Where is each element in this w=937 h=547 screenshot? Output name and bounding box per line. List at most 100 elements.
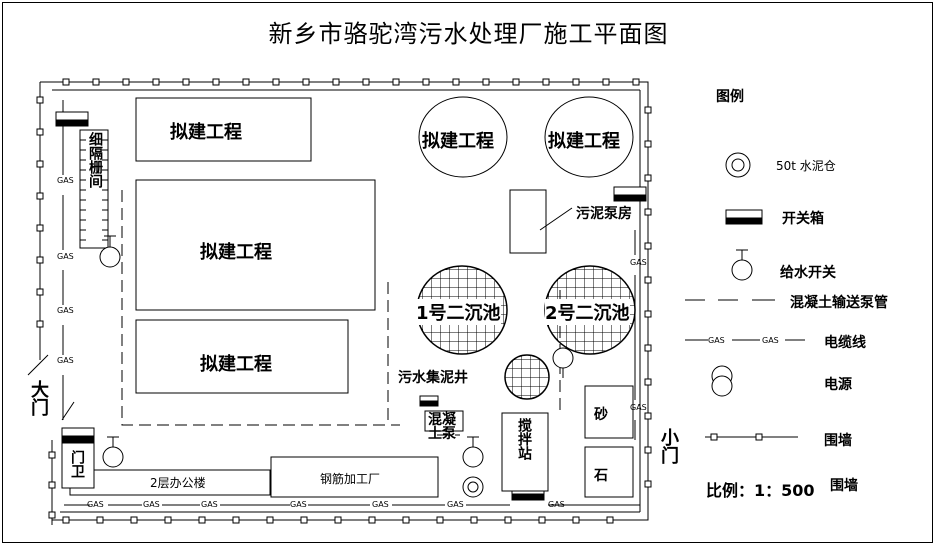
fence-post	[452, 78, 460, 86]
fence-post	[152, 78, 160, 86]
gas-tag: GAS	[201, 500, 218, 509]
mixing-station-box	[501, 412, 549, 492]
legend-gas-tag: GAS	[762, 336, 779, 345]
label-main-gate: 大门	[28, 380, 49, 416]
fence-post	[272, 78, 280, 86]
legend-gas-tag: GAS	[708, 336, 725, 345]
fence-post	[542, 78, 550, 86]
water-switches	[99, 235, 574, 468]
fence-post	[644, 208, 652, 216]
fence-post	[644, 174, 652, 182]
fence-post	[266, 516, 274, 524]
gas-tag: GAS	[143, 500, 160, 509]
sludge-pump-house	[509, 189, 547, 254]
planned-tank-e	[544, 96, 634, 178]
fence-post	[644, 310, 652, 318]
legend-pump-pipe: 混凝土输送泵管	[790, 295, 888, 311]
fence-post	[538, 516, 546, 524]
fence-post	[422, 78, 430, 86]
gas-tag: GAS	[372, 500, 389, 509]
fence-post	[300, 516, 308, 524]
planned-building-c	[135, 319, 349, 394]
fence-post	[644, 480, 652, 488]
fence-posts	[36, 78, 652, 524]
label-planned-e: 拟建工程	[548, 131, 620, 152]
fence-post	[436, 516, 444, 524]
fence-post	[644, 276, 652, 284]
gas-tag: GAS	[630, 258, 647, 267]
fence-post	[504, 516, 512, 524]
fence-post	[62, 78, 70, 86]
label-sludge-well: 污水集泥井	[398, 370, 468, 386]
fence-post	[92, 78, 100, 86]
gas-tag: GAS	[290, 500, 307, 509]
fence-post	[368, 516, 376, 524]
planned-tank-d	[418, 96, 508, 178]
label-clarifier-1: 1号二沉池	[416, 299, 501, 325]
screen-chamber	[79, 129, 109, 249]
fence-post	[122, 78, 130, 86]
main-gate-swing	[27, 354, 75, 421]
office-box	[69, 469, 271, 496]
label-office: 2层办公楼	[150, 476, 206, 490]
gas-tag: GAS	[447, 500, 464, 509]
legend-cement: 50t 水泥仓	[776, 159, 836, 173]
fence-post	[644, 446, 652, 454]
fence-post	[602, 78, 610, 86]
fence-post	[62, 516, 70, 524]
fence-post	[36, 160, 44, 168]
fence-post	[36, 224, 44, 232]
gas-tag: GAS	[57, 176, 74, 185]
fence-post	[182, 78, 190, 86]
gas-tag: GAS	[57, 252, 74, 261]
fence-post	[392, 78, 400, 86]
fence-post	[644, 140, 652, 148]
fence-post	[334, 516, 342, 524]
legend-scale: 比例：1：500	[706, 481, 815, 500]
fence-post	[232, 516, 240, 524]
legend-power: 电源	[824, 377, 852, 393]
fence-post	[302, 78, 310, 86]
legend-water-switch: 给水开关	[780, 265, 836, 281]
label-planned-a: 拟建工程	[170, 122, 242, 143]
fence-post	[606, 516, 614, 524]
label-clarifier-2: 2号二沉池	[545, 299, 630, 325]
label-stone: 石	[594, 468, 608, 484]
label-planned-c: 拟建工程	[200, 354, 272, 375]
gas-tag: GAS	[87, 500, 104, 509]
label-planned-d: 拟建工程	[422, 131, 494, 152]
fence-post	[242, 78, 250, 86]
label-sludge-pump: 污泥泵房	[576, 206, 632, 222]
fence-post	[36, 192, 44, 200]
label-sand: 砂	[594, 407, 608, 423]
fence-post	[212, 78, 220, 86]
rebar-shop-box	[270, 456, 439, 498]
fence-post	[36, 96, 44, 104]
fence-post	[48, 511, 56, 519]
fence-post	[48, 451, 56, 459]
label-planned-b: 拟建工程	[200, 242, 272, 263]
gas-tag: GAS	[630, 403, 647, 412]
fence-post	[36, 288, 44, 296]
fence-post	[644, 344, 652, 352]
legend-scale-suffix: 围墙	[830, 478, 858, 494]
fence-post	[96, 516, 104, 524]
label-mixing-station: 搅拌站	[516, 418, 532, 460]
legend-cable: 电缆线	[824, 335, 866, 351]
gas-tag: GAS	[57, 356, 74, 365]
fence-post	[164, 516, 172, 524]
pump-house-leader	[539, 207, 573, 231]
legend-switchbox: 开关箱	[782, 211, 824, 227]
fence-post	[48, 481, 56, 489]
concrete-pump-box	[424, 410, 464, 432]
planned-building-a	[135, 97, 312, 162]
legend-fence: 围墙	[824, 433, 852, 449]
sludge-well	[504, 354, 550, 400]
fence-post	[362, 78, 370, 86]
planned-building-b	[135, 179, 376, 311]
fence-post	[36, 128, 44, 136]
fence-post	[644, 412, 652, 420]
fence-post	[512, 78, 520, 86]
fence-post	[644, 378, 652, 386]
gas-tag: GAS	[548, 500, 565, 509]
